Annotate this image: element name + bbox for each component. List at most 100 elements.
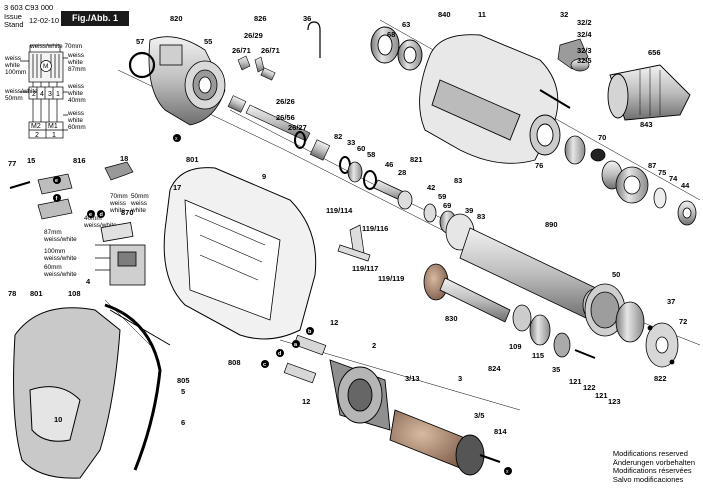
callout-70: 70 xyxy=(598,133,606,142)
callout-3: 3 xyxy=(458,374,462,383)
brush-m1: M1 xyxy=(48,123,58,130)
wire-60mm-a: weiss/white xyxy=(44,271,77,278)
callout-75: 75 xyxy=(658,168,666,177)
callout-18: 18 xyxy=(120,154,128,163)
brush-right-b: white xyxy=(68,59,83,66)
callout-119-119: 119/119 xyxy=(378,274,404,283)
callout-87: 87 xyxy=(648,161,656,170)
marker-e: e xyxy=(55,178,58,184)
tube-821 xyxy=(423,203,608,322)
callout-119-117: 119/117 xyxy=(352,264,378,273)
callout-74: 74 xyxy=(669,174,678,183)
wire-60mm: 60mm xyxy=(44,264,62,271)
callout-77: 77 xyxy=(8,159,16,168)
callout-55: 55 xyxy=(204,37,212,46)
callout-50: 50 xyxy=(612,270,620,279)
wire-87mm: 87mm xyxy=(44,229,62,236)
motor-mark: M xyxy=(43,63,48,70)
motor-housing-801 xyxy=(163,167,317,340)
marker-e2: e xyxy=(89,212,92,218)
wire-50mm-b: white xyxy=(131,207,146,214)
striker-parts xyxy=(339,156,413,210)
wire-40mm-a: weiss/white xyxy=(84,222,117,229)
note-de: Änderungen vorbehalten xyxy=(612,457,695,467)
x-mark-2: x xyxy=(506,469,509,475)
gear-housing-840 xyxy=(419,34,561,164)
wire-50mm: 50mm xyxy=(131,193,149,200)
callout-820: 820 xyxy=(170,14,183,23)
wire-70mm: 70mm xyxy=(110,193,128,200)
callout-122: 122 xyxy=(583,383,596,392)
callout-72: 72 xyxy=(679,317,687,326)
callout-36: 36 xyxy=(303,14,311,23)
intermediate-shaft-830 xyxy=(423,263,596,359)
callout-28: 28 xyxy=(398,168,406,177)
callout-26-56: 26/56 xyxy=(276,113,295,122)
callout-26-71: 26/71 xyxy=(261,46,280,55)
bottom-num-1: 1 xyxy=(52,132,56,139)
brush-right-e: white xyxy=(68,90,83,97)
callout-870: 870 xyxy=(121,208,134,217)
callout-2: 2 xyxy=(372,341,376,350)
callout-115: 115 xyxy=(532,351,544,360)
callout-44: 44 xyxy=(681,181,690,190)
callout-35: 35 xyxy=(552,365,560,374)
note-es: Salvo modificaciones xyxy=(612,474,684,484)
issue-label: Issue xyxy=(4,12,22,21)
brush-right-c: 87mm xyxy=(68,66,86,73)
callout-890: 890 xyxy=(545,220,558,229)
callout-12: 12 xyxy=(330,318,338,327)
callout-58: 58 xyxy=(367,150,375,159)
clips-816 xyxy=(9,161,134,220)
rings-63-68 xyxy=(370,26,423,71)
callout-63: 63 xyxy=(402,20,410,29)
marker-c: c xyxy=(263,362,266,368)
issue-date: 12-02-10 xyxy=(29,16,60,25)
callout-814: 814 xyxy=(494,427,507,436)
callout-26-26: 26/26 xyxy=(276,97,295,106)
callout-69: 69 xyxy=(443,201,451,210)
depth-stop-32 xyxy=(539,38,590,109)
callout-808: 808 xyxy=(228,358,241,367)
callout-822: 822 xyxy=(654,374,667,383)
callout-119-116: 119/116 xyxy=(362,224,388,233)
callout-4: 4 xyxy=(86,277,91,286)
brush-right-h: white xyxy=(68,117,83,124)
rings-843 xyxy=(564,135,697,226)
hook-36 xyxy=(307,21,321,58)
callout-6: 6 xyxy=(181,418,185,427)
stator-2 xyxy=(329,359,391,431)
brush-right-a: weiss xyxy=(68,52,84,59)
bracket-119 xyxy=(337,224,371,262)
callout-826: 826 xyxy=(254,14,267,23)
note-en: Modifications reserved xyxy=(612,449,688,458)
wire-50mm-a: weiss xyxy=(131,200,147,207)
callout-33: 33 xyxy=(347,138,355,147)
cable-line xyxy=(109,309,171,346)
callout-840: 840 xyxy=(438,10,451,19)
bottom-num-2: 2 xyxy=(35,132,39,139)
marker-d: d xyxy=(278,351,281,357)
callout-82: 82 xyxy=(334,132,342,141)
switch-assembly-870 xyxy=(95,222,146,286)
callout-109: 109 xyxy=(509,342,522,351)
callout-11: 11 xyxy=(478,10,486,19)
callout-816: 816 xyxy=(73,156,86,165)
chuck-656 xyxy=(607,64,691,121)
callout-68: 68 xyxy=(387,30,395,39)
marker-b: b xyxy=(308,329,312,335)
callout-10: 10 xyxy=(54,415,62,424)
gear-wheel-50 xyxy=(584,283,645,343)
callout-5: 5 xyxy=(181,387,185,396)
brush-left-e: 50mm xyxy=(5,95,23,102)
brush-right-g: weiss xyxy=(68,110,84,117)
row-num-1: 2 xyxy=(32,91,36,98)
brush-right-f: 40mm xyxy=(68,97,86,104)
callout-60: 60 xyxy=(357,144,365,153)
callout-824: 824 xyxy=(488,364,501,373)
figure-badge: Fig./Abb. 1 xyxy=(61,11,129,26)
wire-100mm: 100mm xyxy=(44,248,66,255)
